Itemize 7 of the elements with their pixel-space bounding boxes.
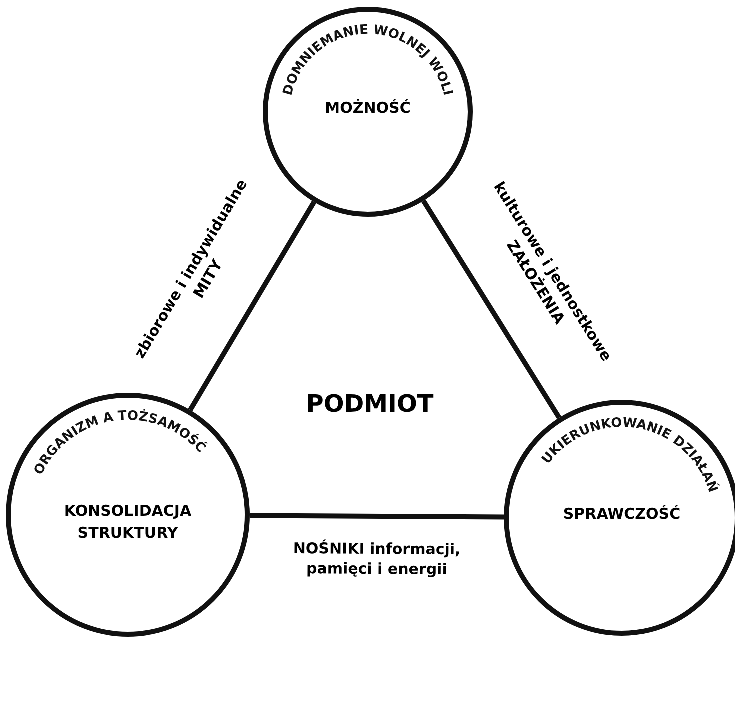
- connector-line: [188, 200, 316, 412]
- center-label: PODMIOT: [305, 390, 435, 418]
- connector-line: [422, 200, 562, 420]
- circle-text: SPRAWCZOŚĆ: [562, 504, 682, 525]
- circle-text: MOŻNOŚĆ: [324, 98, 412, 119]
- connector-line: [250, 513, 504, 520]
- circle-text: KONSOLIDACJA STRUKTURY: [63, 501, 193, 544]
